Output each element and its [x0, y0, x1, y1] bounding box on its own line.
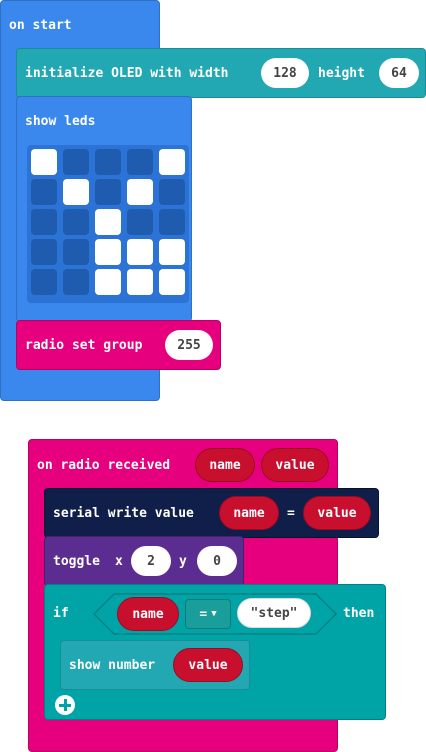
on-radio-received-label: on radio received: [37, 458, 171, 473]
param-value[interactable]: value: [261, 448, 329, 482]
led-cell[interactable]: [63, 149, 89, 175]
condition-right-string[interactable]: "step": [237, 598, 311, 628]
param-name[interactable]: name: [195, 448, 255, 482]
led-cell[interactable]: [95, 209, 121, 235]
show-number-block[interactable]: show number value: [60, 640, 250, 690]
toggle-y-input[interactable]: 0: [197, 546, 237, 576]
led-grid[interactable]: [27, 145, 189, 303]
led-cell[interactable]: [63, 269, 89, 295]
show-leds-block[interactable]: show leds: [16, 96, 192, 322]
led-cell[interactable]: [31, 149, 57, 175]
radio-set-group-block[interactable]: radio set group 255: [16, 320, 221, 370]
led-cell[interactable]: [95, 179, 121, 205]
oled-width-input[interactable]: 128: [261, 58, 309, 88]
serial-write-label: serial write value: [53, 506, 194, 521]
show-number-label: show number: [69, 658, 156, 673]
led-cell[interactable]: [31, 269, 57, 295]
led-cell[interactable]: [31, 209, 57, 235]
toggle-x-label: x: [115, 554, 123, 569]
led-cell[interactable]: [95, 239, 121, 265]
led-cell[interactable]: [127, 209, 153, 235]
led-cell[interactable]: [127, 239, 153, 265]
serial-name-variable[interactable]: name: [219, 496, 279, 530]
led-cell[interactable]: [63, 209, 89, 235]
oled-init-block[interactable]: initialize OLED with width 128 height 64: [16, 48, 426, 98]
radio-set-group-label: radio set group: [25, 338, 143, 353]
led-cell[interactable]: [31, 239, 57, 265]
oled-height-label: height: [318, 66, 365, 81]
led-cell[interactable]: [63, 179, 89, 205]
led-cell[interactable]: [159, 179, 185, 205]
led-cell[interactable]: [95, 149, 121, 175]
condition-left-variable[interactable]: name: [117, 597, 179, 631]
toggle-x-input[interactable]: 2: [131, 546, 171, 576]
serial-value-variable[interactable]: value: [303, 496, 371, 530]
led-cell[interactable]: [31, 179, 57, 205]
show-number-value-variable[interactable]: value: [173, 648, 243, 682]
oled-height-input[interactable]: 64: [379, 58, 419, 88]
led-cell[interactable]: [127, 269, 153, 295]
operator-label: =: [199, 606, 208, 622]
radio-group-input[interactable]: 255: [165, 330, 213, 360]
serial-write-value-block[interactable]: serial write value name = value: [44, 488, 379, 538]
led-cell[interactable]: [159, 239, 185, 265]
operator-dropdown[interactable]: = ▼: [185, 599, 231, 629]
toggle-block[interactable]: toggle x 2 y 0: [44, 536, 244, 586]
serial-equals-label: =: [287, 506, 295, 521]
if-label: if: [53, 606, 69, 621]
toggle-y-label: y: [179, 554, 187, 569]
show-leds-label: show leds: [25, 114, 96, 129]
oled-init-label: initialize OLED with width: [25, 66, 229, 81]
led-cell[interactable]: [127, 149, 153, 175]
on-start-label: on start: [9, 18, 72, 33]
led-cell[interactable]: [159, 209, 185, 235]
led-cell[interactable]: [63, 239, 89, 265]
led-cell[interactable]: [159, 269, 185, 295]
led-cell[interactable]: [95, 269, 121, 295]
chevron-down-icon: ▼: [211, 609, 217, 619]
toggle-label: toggle: [53, 554, 100, 569]
add-else-button[interactable]: [55, 695, 75, 715]
led-cell[interactable]: [159, 149, 185, 175]
led-cell[interactable]: [127, 179, 153, 205]
then-label: then: [343, 606, 375, 621]
